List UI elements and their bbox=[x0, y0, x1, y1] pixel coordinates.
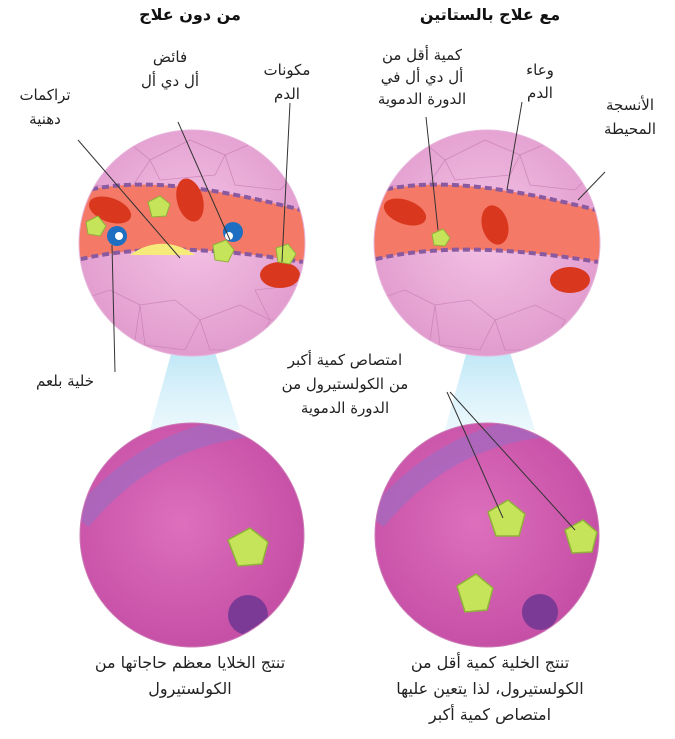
label-excess-ldl-1: فائض bbox=[153, 48, 187, 66]
label-absorb-more-1: امتصاص كمية أكبر bbox=[287, 350, 402, 369]
label-surrounding-tissue-1: الأنسجة bbox=[606, 95, 654, 114]
label-excess-ldl-2: أل دي أل bbox=[141, 71, 199, 91]
nucleus bbox=[522, 594, 558, 630]
label-blood-components-2: الدم bbox=[274, 85, 300, 103]
label-absorb-more-3: الدورة الدموية bbox=[301, 399, 389, 417]
caption-left-1: تنتج الخلايا معظم حاجاتها من bbox=[95, 653, 285, 673]
caption-left-2: الكولستيرول bbox=[148, 679, 231, 699]
label-less-ldl-2: أل دي أل في bbox=[381, 67, 464, 87]
statin-vessel-view bbox=[365, 130, 615, 356]
statin-cell-view bbox=[375, 423, 599, 647]
red-blood-cell bbox=[260, 262, 300, 288]
label-blood-vessel-1: وعاء bbox=[526, 61, 554, 79]
macrophage bbox=[302, 260, 322, 280]
header-untreated: من دون علاج bbox=[139, 5, 241, 24]
label-surrounding-tissue-2: المحيطة bbox=[604, 120, 656, 138]
label-blood-vessel-2: الدم bbox=[527, 84, 553, 102]
caption-right-2: الكولستيرول، لذا يتعين عليها bbox=[396, 679, 583, 699]
label-fat-buildup-1: تراكمات bbox=[19, 86, 70, 104]
nucleus bbox=[228, 595, 268, 635]
label-fat-buildup-2: دهنية bbox=[29, 110, 61, 128]
label-macrophage: خلية بلعم bbox=[36, 372, 94, 390]
label-less-ldl-1: كمية أقل من bbox=[382, 45, 463, 64]
label-blood-components-1: مكونات bbox=[264, 61, 311, 79]
untreated-cell-view bbox=[80, 423, 304, 647]
label-less-ldl-3: الدورة الدموية bbox=[378, 90, 466, 108]
label-absorb-more-2: من الكولستيرول من bbox=[282, 375, 409, 393]
caption-right-3: امتصاص كمية أكبر bbox=[428, 704, 551, 725]
red-blood-cell bbox=[550, 267, 590, 293]
caption-right-1: تنتج الخلية كمية أقل من bbox=[411, 652, 569, 673]
header-statin: مع علاج بالستاتين bbox=[420, 5, 560, 24]
